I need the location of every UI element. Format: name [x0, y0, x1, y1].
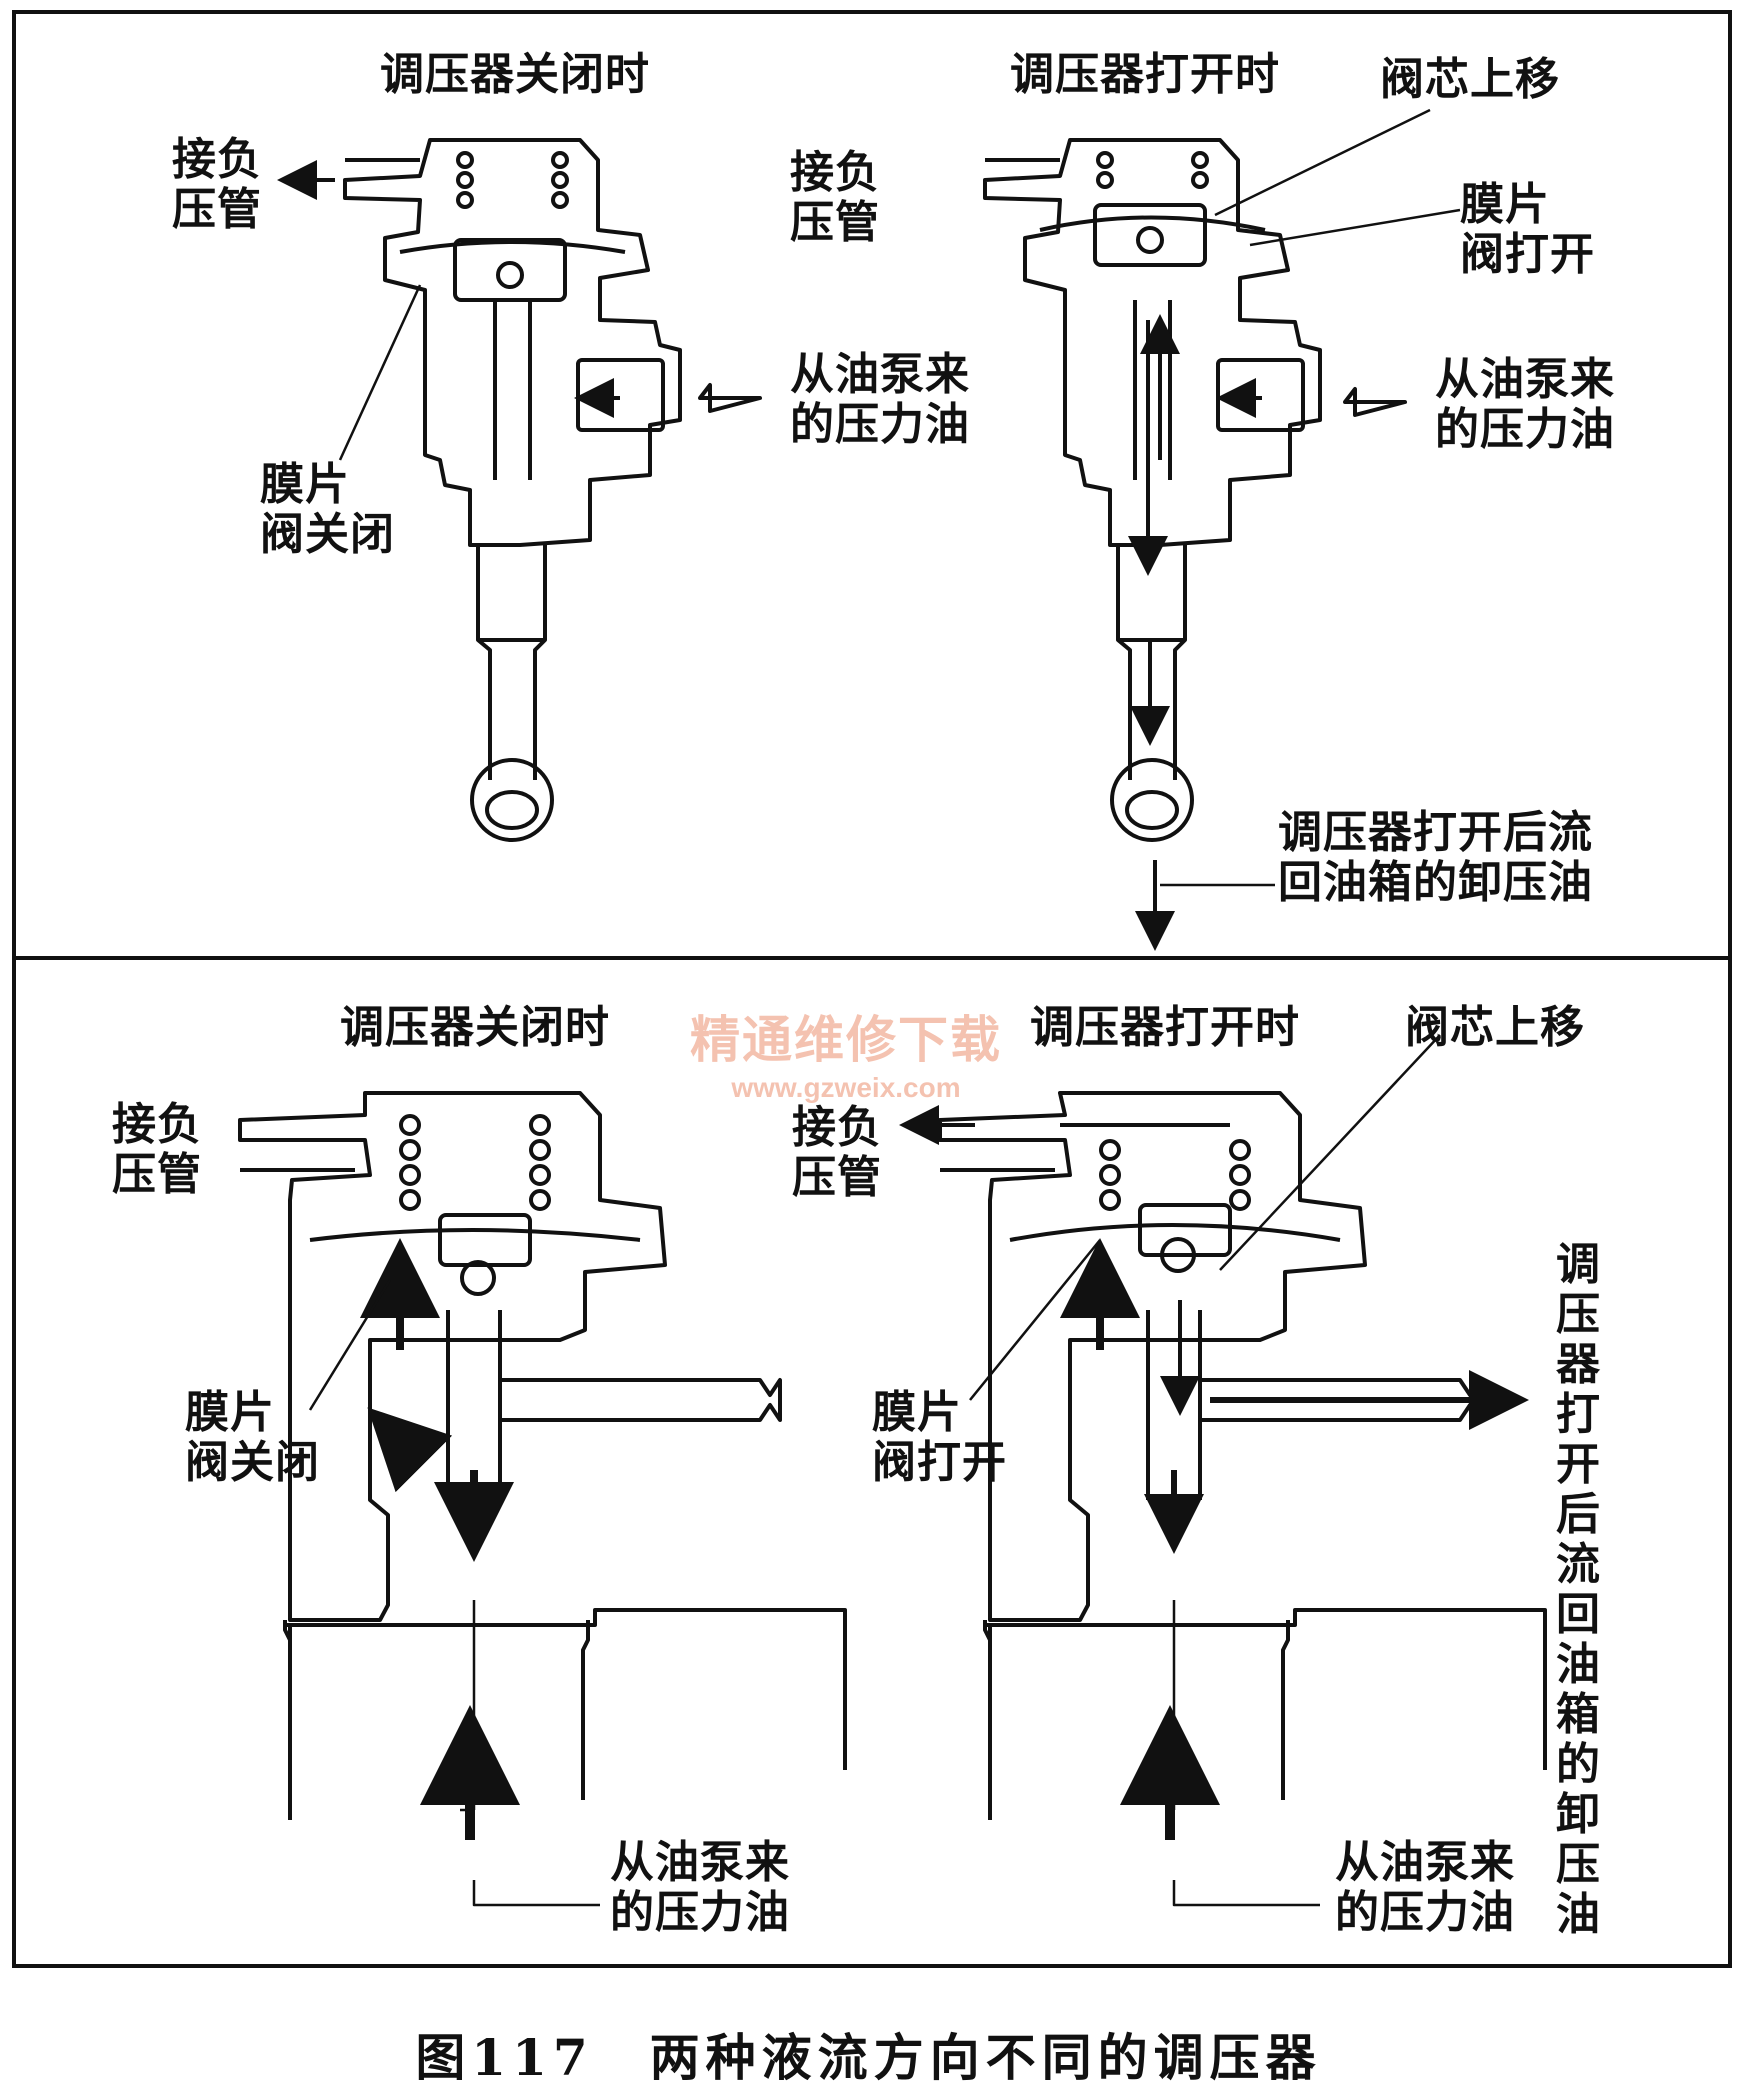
bottom-right-pump-oil-label: 从油泵来 的压力油	[1335, 1837, 1515, 1938]
top-right-regulator	[983, 108, 1461, 951]
top-return-oil-label: 调压器打开后流 回油箱的卸压油	[1278, 807, 1593, 908]
bottom-return-oil-vertical-label: 调压器打开后流回油箱的卸压油	[1556, 1239, 1601, 1940]
bottom-diaphragm-open-label: 膜片 阀打开	[872, 1387, 1007, 1488]
bottom-left-regulator	[238, 1091, 847, 1907]
bottom-valve-core-up-label: 阀芯上移	[1405, 1002, 1585, 1053]
top-left-pump-oil-label: 从油泵来 的压力油	[790, 349, 970, 450]
top-valve-core-up-label: 阀芯上移	[1380, 54, 1560, 105]
top-right-title: 调压器打开时	[1010, 49, 1280, 100]
bottom-right-title: 调压器打开时	[1030, 1002, 1300, 1053]
bottom-diaphragm-closed-label: 膜片 阀关闭	[185, 1387, 320, 1488]
bottom-left-title: 调压器关闭时	[340, 1002, 610, 1053]
top-left-vacuum-label: 接负 压管	[172, 134, 262, 235]
top-diaphragm-open-label: 膜片 阀打开	[1460, 179, 1595, 280]
top-right-pump-oil-label: 从油泵来 的压力油	[1435, 354, 1615, 455]
bottom-left-pump-oil-label: 从油泵来 的压力油	[610, 1837, 790, 1938]
bottom-panel-frame	[12, 956, 1732, 1968]
top-left-diaphragm	[399, 240, 626, 254]
top-left-title: 调压器关闭时	[380, 49, 650, 100]
top-left-regulator	[277, 138, 762, 842]
bottom-right-regulator	[899, 1034, 1547, 1907]
figure-caption: 图117 两种液流方向不同的调压器	[415, 2028, 1322, 2087]
bottom-right-housing	[938, 1091, 1367, 1622]
bottom-left-vacuum-label: 接负 压管	[112, 1099, 202, 1200]
top-right-housing	[983, 138, 1322, 547]
bottom-left-housing	[238, 1091, 667, 1622]
top-right-vacuum-label: 接负 压管	[790, 147, 880, 248]
watermark: 精通维修下载 www.gzweix.com	[690, 1000, 1002, 1104]
top-diaphragm-closed-label: 膜片 阀关闭	[260, 459, 395, 560]
top-left-housing	[343, 138, 682, 547]
watermark-text: 精通维修下载	[690, 1011, 1002, 1069]
watermark-url: www.gzweix.com	[731, 1072, 961, 1103]
top-left-valve-ball	[496, 261, 524, 289]
top-left-pump-arrow	[698, 383, 762, 413]
bottom-right-vacuum-label: 接负 压管	[792, 1102, 882, 1203]
top-left-outlet-tube	[476, 545, 547, 780]
top-right-pump-arrow	[1343, 387, 1407, 417]
top-left-valve-body	[453, 238, 567, 302]
top-left-diaphragm-leader	[338, 284, 422, 461]
